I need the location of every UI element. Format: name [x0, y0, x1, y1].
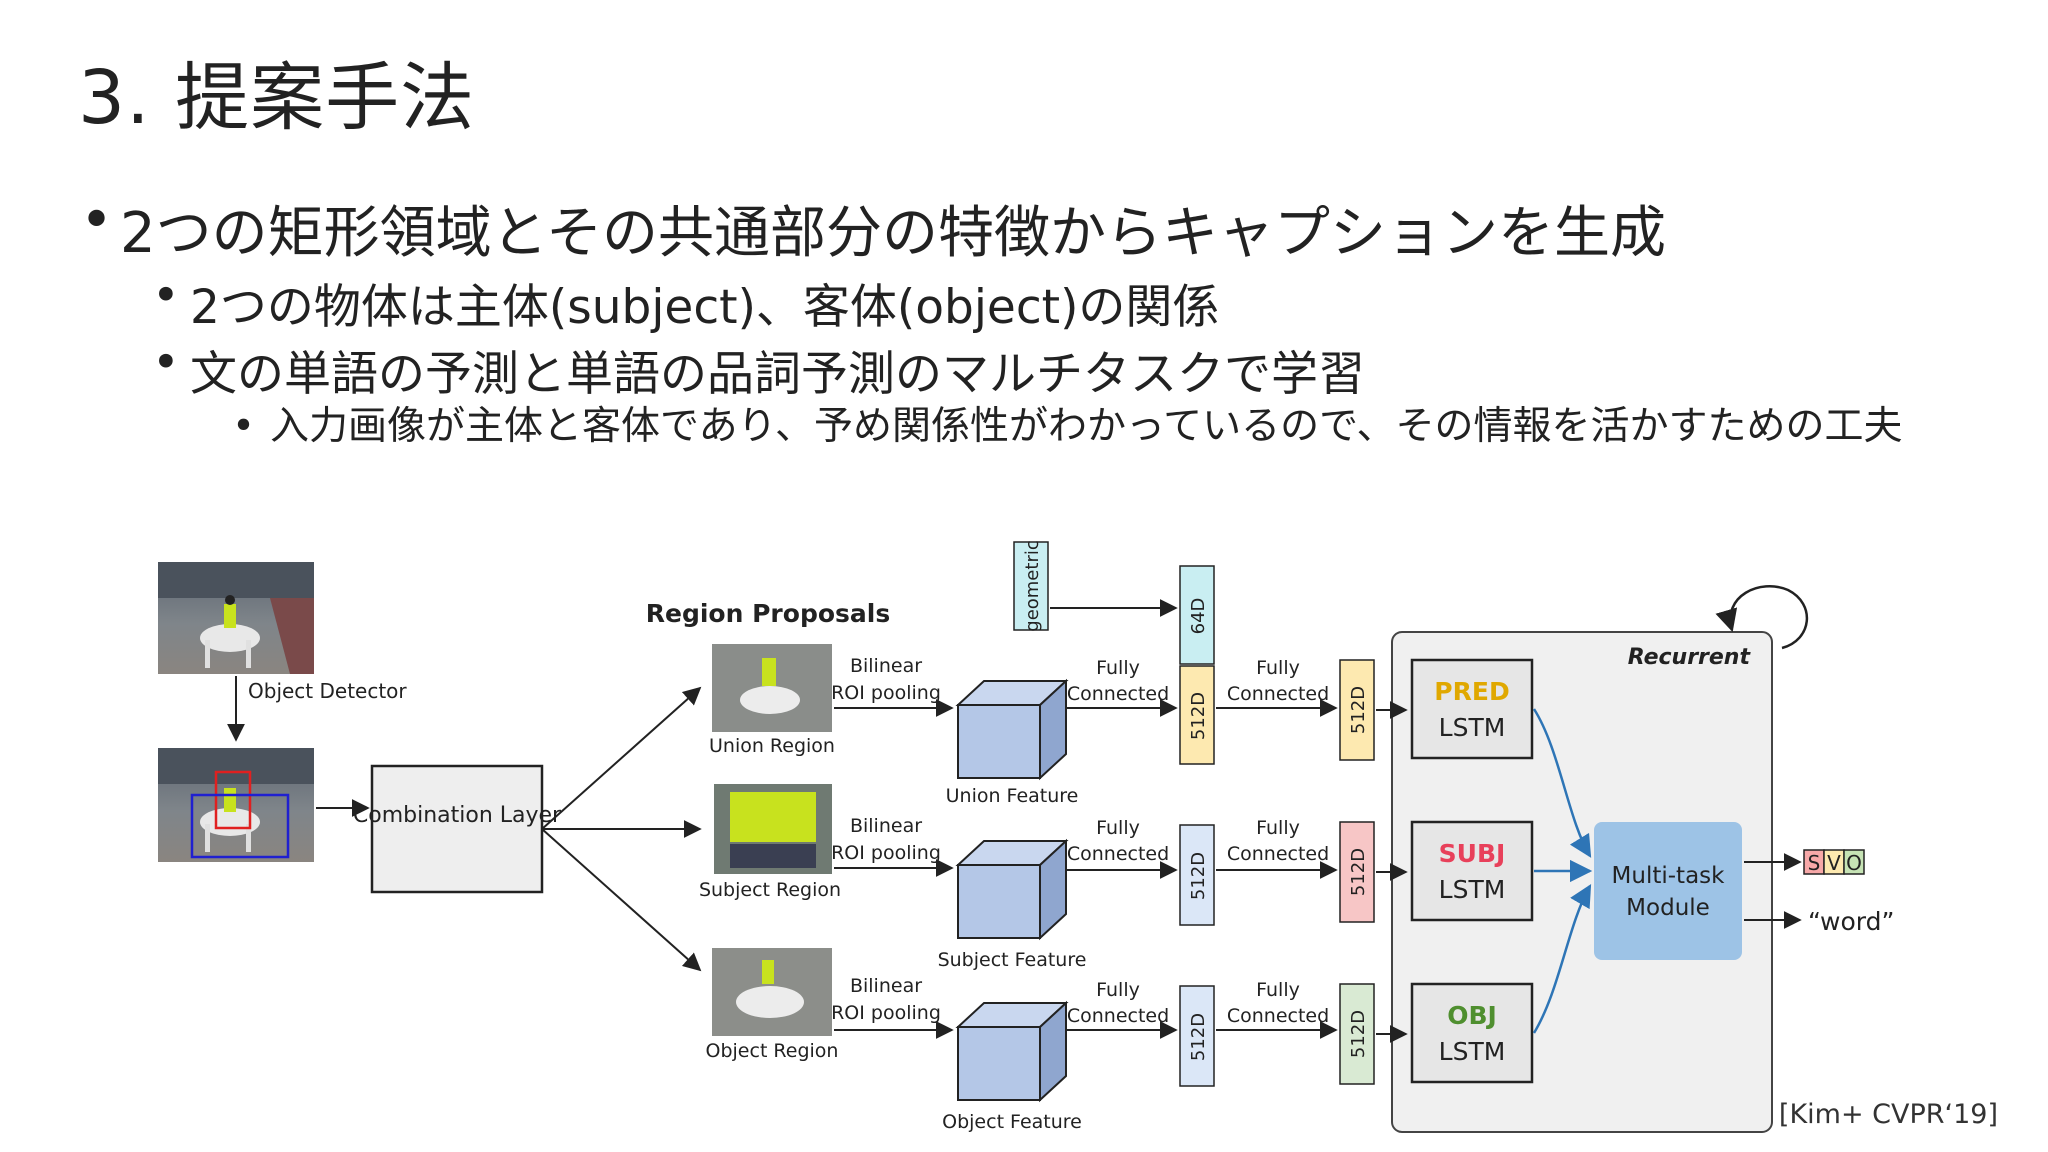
vector-obj-512d-label: 512D [1348, 1010, 1369, 1058]
vector-subject-512d [1179, 824, 1215, 926]
multitask-label-1: Multi-task [1612, 863, 1726, 889]
union-feature-cube [955, 678, 1069, 781]
subject-region-label: Subject Region [699, 879, 841, 901]
input-photo [158, 562, 314, 674]
fc-label-1a: Fully [1096, 657, 1140, 679]
vector-obj-512d [1339, 983, 1375, 1085]
bullet-main: • 2つの矩形領域とその共通部分の特徴からキャプションを生成 [80, 188, 1666, 269]
subj-lstm-label: LSTM [1439, 875, 1506, 904]
bilinear-label-2: Bilinear [850, 815, 922, 837]
bullet-dot-icon: • [232, 404, 256, 449]
obj-lstm-box [1410, 982, 1534, 1084]
bullet-text: 2つの物体は主体(subject)、客体(object)の関係 [190, 280, 1220, 335]
pred-lstm-label: LSTM [1439, 713, 1506, 742]
roi-pooling-label-2: ROI pooling [831, 842, 941, 864]
fc2-label-3b: Connected [1227, 1005, 1329, 1027]
fc-label-2b: Connected [1067, 843, 1169, 865]
object-feature-cube [955, 1000, 1069, 1103]
fc2-label-2b: Connected [1227, 843, 1329, 865]
bullet-sub-2: • 文の単語の予測と単語の品詞予測のマルチタスクで学習 [152, 335, 1365, 404]
bullet-text: 2つの矩形領域とその共通部分の特徴からキャプションを生成 [120, 201, 1666, 266]
union-region-label: Union Region [709, 735, 835, 757]
fc2-label-1a: Fully [1256, 657, 1300, 679]
vector-pred-512d [1339, 659, 1375, 761]
slide-title: 3. 提案手法 [78, 55, 476, 141]
fc-label-2a: Fully [1096, 817, 1140, 839]
union-region-photo [712, 644, 832, 732]
vector-object-512d-label: 512D [1188, 1013, 1209, 1061]
obj-lstm-label: LSTM [1439, 1037, 1506, 1066]
vector-object-512d [1179, 985, 1215, 1087]
vector-subj-512d-label: 512D [1348, 848, 1369, 896]
architecture-diagram: Object Detector Combination Layer Region… [150, 540, 2010, 1140]
fc2-label-1b: Connected [1227, 683, 1329, 705]
fc-label-3a: Fully [1096, 979, 1140, 1001]
svo-o: O [1846, 851, 1862, 875]
combination-layer-box [370, 764, 544, 894]
svo-s: S [1808, 851, 1821, 875]
roi-pooling-label-1: ROI pooling [831, 682, 941, 704]
pred-lstm-box [1410, 658, 1534, 760]
multitask-label-2: Module [1626, 895, 1710, 921]
subject-region-photo [714, 784, 832, 874]
diagram-svg: Object Detector Combination Layer Region… [158, 540, 1894, 1133]
vector-pred-512d-label: 512D [1348, 686, 1369, 734]
vector-64d [1179, 565, 1215, 665]
bullet-dot-icon: • [152, 268, 180, 323]
object-detector-label: Object Detector [248, 679, 407, 703]
recurrent-label: Recurrent [1628, 645, 1752, 670]
bullet-text: 入力画像が主体と客体であり、予め関係性がわかっているので、その情報を活かすための… [270, 404, 1903, 449]
fc-label-3b: Connected [1067, 1005, 1169, 1027]
vector-64d-label: 64D [1188, 598, 1209, 635]
detected-photo [158, 748, 314, 862]
vector-union-512d [1179, 665, 1215, 765]
geometric-box [1013, 541, 1049, 631]
subj-lstm-box [1410, 820, 1534, 922]
subj-label: SUBJ [1439, 839, 1506, 868]
bullet-dot-icon: • [80, 188, 114, 253]
svo-output: S V O [1803, 849, 1865, 875]
fc2-label-2a: Fully [1256, 817, 1300, 839]
pred-label: PRED [1434, 677, 1509, 706]
bullet-text: 文の単語の予測と単語の品詞予測のマルチタスクで学習 [190, 347, 1365, 402]
vector-subject-512d-label: 512D [1188, 852, 1209, 900]
citation: [Kim+ CVPR‘19] [1778, 1099, 1998, 1130]
object-region-photo [712, 948, 832, 1036]
bullet-sub-sub: • 入力画像が主体と客体であり、予め関係性がわかっているので、その情報を活かすた… [232, 404, 1972, 450]
vector-union-512d-label: 512D [1188, 692, 1209, 740]
word-output-label: “word” [1808, 907, 1894, 936]
bilinear-label-3: Bilinear [850, 975, 922, 997]
region-proposals-label: Region Proposals [646, 599, 890, 628]
combination-layer-label: Combination Layer [353, 803, 562, 828]
fc-label-1b: Connected [1067, 683, 1169, 705]
obj-label: OBJ [1447, 1001, 1497, 1030]
subject-feature-label: Subject Feature [938, 949, 1087, 971]
recurrent-loop-icon [1715, 585, 1808, 650]
object-feature-label: Object Feature [942, 1111, 1082, 1133]
object-region-label: Object Region [706, 1040, 839, 1062]
vector-subj-512d [1339, 821, 1375, 923]
bullet-dot-icon: • [152, 335, 180, 390]
bilinear-label-1: Bilinear [850, 655, 922, 677]
multitask-module-box [1594, 822, 1742, 960]
union-feature-label: Union Feature [946, 785, 1079, 807]
fc2-label-3a: Fully [1256, 979, 1300, 1001]
bullet-sub-1: • 2つの物体は主体(subject)、客体(object)の関係 [152, 268, 1219, 337]
geometric-label: geometric [1022, 540, 1043, 631]
subject-feature-cube [955, 838, 1069, 941]
roi-pooling-label-3: ROI pooling [831, 1002, 941, 1024]
svo-v: V [1827, 851, 1841, 875]
